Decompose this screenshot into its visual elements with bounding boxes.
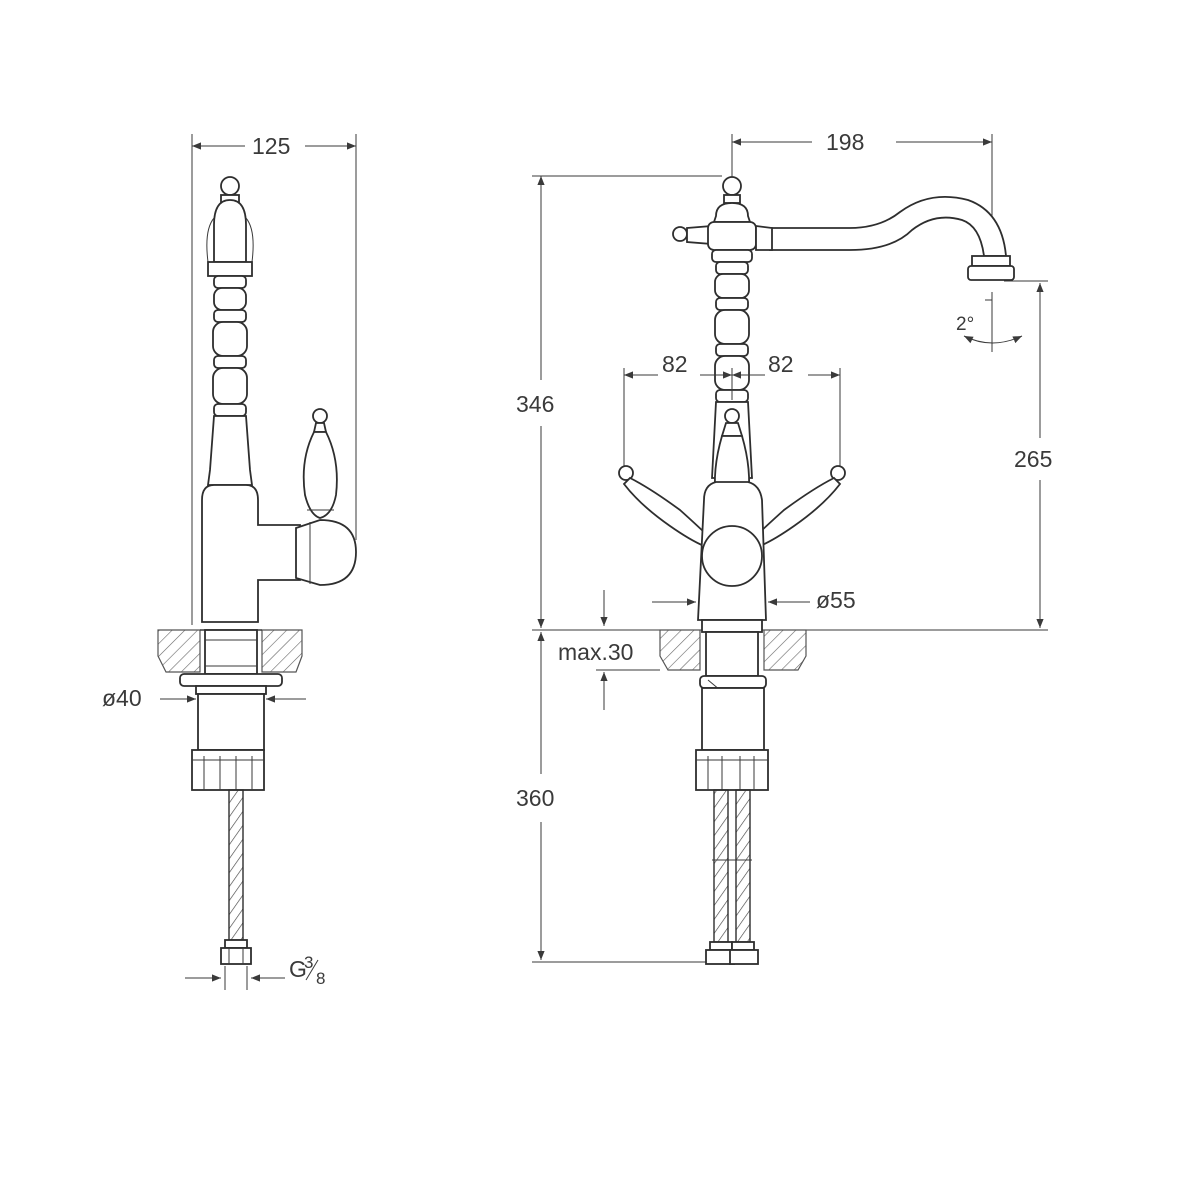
dim-side-base-diameter: ø40 <box>102 685 142 711</box>
side-main-body <box>201 484 357 623</box>
front-view: 198 346 360 265 2° <box>516 129 1052 965</box>
side-hose <box>220 789 252 965</box>
front-left-handle <box>618 465 710 548</box>
front-countertop <box>659 619 807 691</box>
side-shank <box>191 693 265 791</box>
dim-connection-den: 8 <box>316 969 325 988</box>
dim-max-thickness: max.30 <box>558 639 633 665</box>
side-top-finial <box>206 176 254 277</box>
dim-connection-num: 3 <box>304 953 313 972</box>
dim-body-diameter: ø55 <box>816 587 856 613</box>
dim-hose-length: 360 <box>516 785 554 811</box>
dim-handle-left: 82 <box>662 351 688 377</box>
side-countertop <box>157 629 303 695</box>
front-shank <box>695 687 769 791</box>
dim-connection-g: G <box>289 956 307 982</box>
dim-swivel-angle: 2° <box>956 314 974 335</box>
dim-handle-right: 82 <box>768 351 794 377</box>
swivel-angle-mark: 2° <box>956 292 1023 352</box>
front-spout <box>769 195 1015 281</box>
front-main-body <box>697 481 767 621</box>
side-handle <box>302 408 338 519</box>
front-hoses <box>705 789 759 965</box>
dim-total-height: 346 <box>516 391 554 417</box>
side-view: 125 <box>102 133 357 990</box>
side-bead-column <box>206 275 254 486</box>
dim-connection-thread: G 3 8 <box>289 953 325 988</box>
front-right-handle <box>754 465 846 548</box>
dim-spout-height: 265 <box>1014 446 1052 472</box>
dim-side-width: 125 <box>252 133 290 159</box>
dim-spout-reach: 198 <box>826 129 864 155</box>
